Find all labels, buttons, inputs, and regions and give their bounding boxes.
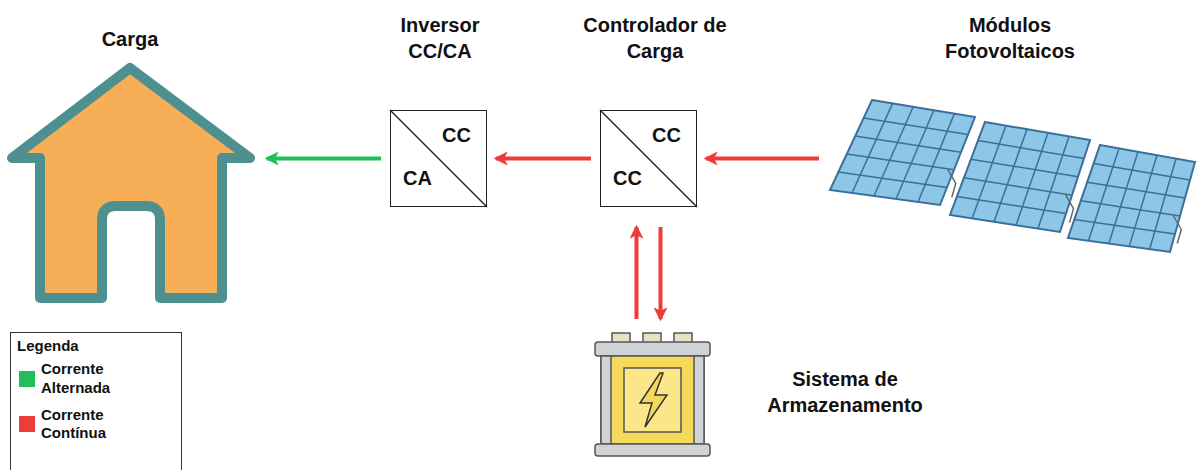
component-area bbox=[828, 98, 1196, 254]
pv-panels bbox=[830, 100, 1195, 252]
panel-grid bbox=[1094, 164, 1190, 180]
pv-panel bbox=[1068, 145, 1195, 252]
legend-swatch bbox=[19, 371, 35, 387]
component-label: Inversor CC/CA bbox=[380, 12, 500, 64]
house-illustration bbox=[12, 68, 250, 298]
converter-outline bbox=[390, 110, 487, 207]
legend-swatch bbox=[19, 416, 35, 432]
panel-grid bbox=[957, 196, 1066, 213]
flow-arrow bbox=[635, 227, 639, 319]
panel-grid bbox=[1129, 155, 1157, 246]
component-label: Carga bbox=[60, 26, 200, 52]
panel-grid bbox=[978, 141, 1084, 159]
panel-stand bbox=[1173, 216, 1181, 244]
component-label: Controlador de Carga bbox=[575, 12, 735, 64]
panel-stand bbox=[1066, 195, 1074, 223]
panel-grid bbox=[1081, 201, 1180, 216]
panel-grid bbox=[855, 136, 961, 152]
converter-diagonal bbox=[390, 110, 487, 207]
component-node: Sistema de Armazenamento bbox=[590, 328, 950, 460]
converter-box: Controlador de CargaCC CC bbox=[573, 10, 737, 215]
panel-grid bbox=[874, 107, 913, 196]
converter-box: Inversor CC/CA CC CA bbox=[378, 10, 502, 215]
component-area bbox=[595, 333, 710, 456]
port-label: CA bbox=[403, 165, 443, 191]
flow-arrow bbox=[659, 227, 663, 319]
flow-arrow bbox=[706, 157, 819, 161]
legend: LegendaCorrente AlternadaCorrente Contín… bbox=[10, 332, 182, 470]
panel-grid bbox=[964, 178, 1072, 195]
component-area bbox=[8, 62, 258, 304]
component-label: Sistema de Armazenamento bbox=[750, 366, 940, 418]
port-label: CC bbox=[442, 122, 482, 148]
legend-text: Corrente Contínua bbox=[41, 406, 131, 444]
legend-title: Legenda bbox=[17, 337, 181, 354]
panel-stand bbox=[948, 169, 956, 197]
panel-grid bbox=[1038, 136, 1069, 228]
panel-grid bbox=[1087, 182, 1185, 198]
converter-diagonal bbox=[600, 110, 697, 207]
component-node: Módulos Fotovoltaicos bbox=[822, 10, 1198, 260]
legend-item: Corrente Alternada bbox=[19, 360, 181, 398]
component-node: Carga bbox=[8, 20, 264, 310]
panel-grid bbox=[1074, 219, 1175, 234]
panel-grid bbox=[838, 172, 947, 187]
legend-item: Corrente Contínua bbox=[19, 406, 181, 444]
pv-panel bbox=[950, 122, 1090, 232]
panel-grid bbox=[1150, 159, 1176, 250]
port-label: CC bbox=[613, 165, 653, 191]
panel-grid bbox=[971, 159, 1078, 177]
legend-text: Corrente Alternada bbox=[41, 360, 131, 398]
pv-panel bbox=[830, 100, 975, 205]
port-label: CC bbox=[652, 122, 692, 148]
flow-arrow bbox=[496, 157, 591, 161]
panel-grid bbox=[918, 114, 954, 202]
panel-grid bbox=[847, 154, 954, 170]
battery-illustration bbox=[595, 333, 710, 456]
converter-outline bbox=[600, 110, 697, 207]
panel-grid bbox=[896, 110, 934, 199]
component-label: Módulos Fotovoltaicos bbox=[920, 12, 1100, 64]
flow-arrow bbox=[267, 157, 381, 161]
